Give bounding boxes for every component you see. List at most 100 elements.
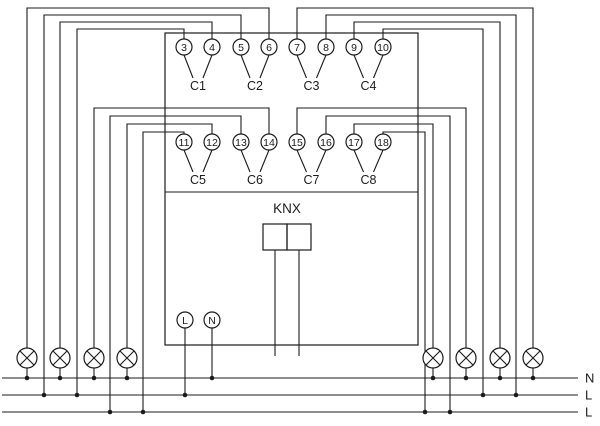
junction-dot [463,375,469,381]
terminal-number: 18 [377,137,389,149]
terminal-number: 9 [351,42,357,54]
lamp-cross [525,350,541,366]
channel-connector [202,54,213,79]
terminal-number: 4 [209,42,215,54]
channel-label: C4 [361,79,377,93]
junction-dot [41,392,47,398]
terminal-number: 16 [320,137,332,149]
lamp-cross [19,350,35,366]
junction-dot [447,409,453,415]
mains-label: L [585,405,592,420]
channel-connector [202,149,213,173]
terminal-number: 13 [235,137,247,149]
channel-connector [315,54,327,79]
channel-wire [26,7,270,348]
channel-wire [93,107,270,348]
lamp-icon-right-2 [455,347,477,381]
lamp-icon-left-3 [83,347,105,381]
channel-connector [353,54,365,79]
channel-connector [353,149,365,173]
mains-label: N [585,371,594,386]
channel-wire [296,7,534,348]
channel-wire [142,131,185,412]
channel-connector [240,149,251,173]
channel-connector [259,149,270,173]
channel-label: C3 [304,79,320,93]
device-body [164,32,419,346]
channel-connector [240,54,251,79]
channel-connector [372,149,384,173]
lamp-cross [86,350,102,366]
junction-dot [124,375,130,381]
junction-dot [430,375,436,381]
junction-dot [24,375,30,381]
knx-label: KNX [273,201,301,216]
terminal-number: 15 [291,137,303,149]
terminal-number: 5 [238,42,244,54]
junction-dot [530,375,536,381]
junction-dot [57,375,63,381]
channel-wire [59,21,213,348]
lamp-icon-right-4 [522,347,544,381]
mains-label: L [585,388,592,403]
lamp-cross [425,350,441,366]
channel-connector [315,149,327,173]
channel-label: C2 [247,79,263,93]
lamp-cross [492,350,508,366]
channel-wire [126,123,213,348]
power-terminal-letter: L [182,315,188,327]
channel-wire [382,28,484,395]
lamp-icon-right-3 [489,347,511,381]
junction-dot [91,375,97,381]
knx-bus-connector [286,223,312,251]
channel-connector [372,54,384,79]
channel-connector [183,149,194,173]
channel-connector [183,54,194,79]
channel-label: C7 [304,173,320,187]
channel-wire [325,14,517,395]
lamp-cross [52,350,68,366]
channel-label: C5 [190,173,206,187]
device-outline [164,32,419,346]
lamp-cross [119,350,135,366]
power-terminal-letter: N [208,315,216,327]
channel-label: C1 [190,79,206,93]
lamps [16,347,544,381]
terminal-number: 7 [294,42,300,54]
terminal-number: 11 [179,137,190,149]
lamp-icon-right-1 [422,347,444,381]
load-wires [26,7,534,415]
lamp-icon-left-4 [116,347,138,381]
channel-connector [296,54,308,79]
junction-dot [182,392,188,398]
junction-dot [422,409,428,415]
channel-label: C8 [361,173,377,187]
terminal-number: 8 [323,42,329,54]
mains-bus: NLL [2,371,594,420]
knx-bus-connector [262,223,288,251]
terminal-number: 12 [206,137,218,149]
lamp-cross [458,350,474,366]
channel-wire [353,123,434,348]
channel-wire [325,115,451,412]
junction-dot [497,375,503,381]
channel-connector [296,149,308,173]
junction-dot [140,409,146,415]
channel-wire [109,115,242,412]
junction-dot [107,409,113,415]
junction-dot [74,392,80,398]
channel-wire [353,21,501,348]
channel-connector [259,54,270,79]
channel-wire [76,28,185,395]
terminal-number: 3 [181,42,187,54]
terminal-number: 17 [348,137,360,149]
terminal-number: 10 [377,42,389,54]
junction-dot [513,392,519,398]
channel-wire [43,14,242,395]
junction-dot [480,392,486,398]
